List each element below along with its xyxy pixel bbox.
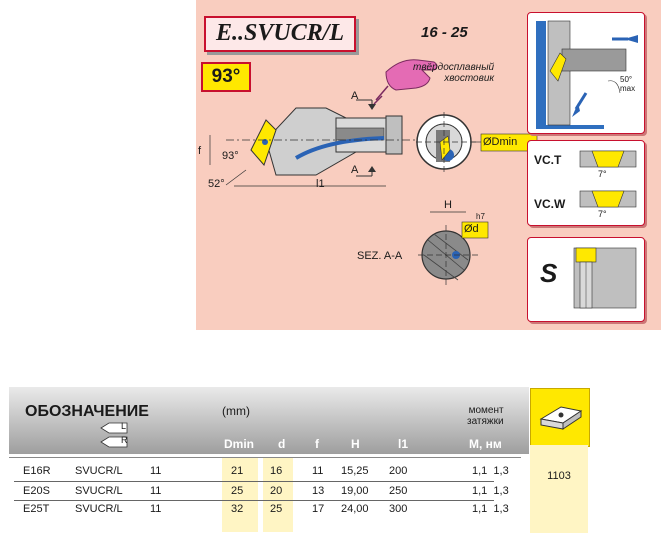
section-mark-top: A — [351, 90, 359, 102]
table-row: E16R SVUCR/L 11 21 16 11 15,25 200 1,1 1… — [0, 465, 520, 479]
clearance-angle-1: 7° — [598, 169, 607, 179]
header-divider — [9, 457, 521, 458]
angle-52-label: 52° — [208, 178, 225, 190]
clamp-type-panel: S — [527, 237, 645, 322]
right-hand-mark: R — [121, 435, 128, 445]
torque-header-line2: затяжки — [467, 416, 504, 427]
torque-header-line1: момент — [468, 405, 504, 416]
h-dimension-label: H — [444, 199, 452, 211]
row-dmin: 32 — [231, 503, 244, 515]
insert-code: 1103 — [547, 470, 571, 482]
l1-dimension-label: l1 — [316, 178, 325, 190]
clamp-type-s: S — [540, 258, 558, 288]
row-size: 11 — [150, 485, 162, 497]
col-h: H — [351, 437, 360, 451]
row-h: 19,00 — [341, 485, 369, 497]
row-dmin: 25 — [231, 485, 244, 497]
carbide-shank-note-line1: твёрдосплавный — [413, 62, 495, 73]
approach-angle-badge: 93° — [201, 62, 251, 92]
boring-bar-side-view — [209, 99, 421, 187]
tool-drawing-panel: E..SVUCR/L 16 - 25 93° твёрдосплавный хв… — [196, 0, 661, 330]
row-model: SVUCR/L — [75, 465, 123, 477]
tool-code: E..SVUCR/L — [216, 20, 345, 46]
max-angle-diagram — [536, 20, 638, 129]
row-h: 15,25 — [341, 465, 369, 477]
row-l1: 200 — [389, 465, 408, 477]
insert-type-panel: VC.T VC.W 7° 7° — [527, 140, 645, 226]
carbide-shank-note-line2: хвостовик — [444, 73, 495, 84]
row-f: 17 — [312, 503, 325, 515]
insert-column: 1103 — [530, 445, 588, 533]
row-torque: 1,1 1,3 — [472, 485, 509, 497]
row-model: SVUCR/L — [75, 485, 123, 497]
row-l1: 300 — [389, 503, 408, 515]
row-code: E25T — [23, 503, 50, 515]
section-mark-bottom: A — [351, 164, 359, 176]
torque-header: момент затяжки — [467, 405, 504, 427]
row-torque: 1,1 1,3 — [472, 465, 509, 477]
dmin-column-tint — [222, 458, 258, 532]
row-d: 25 — [270, 503, 283, 515]
d-dimension-label: Ød — [464, 223, 479, 235]
table-header: ОБОЗНАЧЕНИЕ (mm) момент затяжки L R Dmin… — [9, 387, 529, 454]
product-table: ОБОЗНАЧЕНИЕ (mm) момент затяжки L R Dmin… — [9, 384, 529, 454]
row-code: E16R — [23, 465, 51, 477]
tool-code-box: E..SVUCR/L — [204, 16, 356, 52]
col-dmin: Dmin — [224, 437, 254, 451]
col-f: f — [315, 437, 319, 451]
row-dmin: 21 — [231, 465, 244, 477]
row-f: 11 — [312, 465, 324, 477]
row-d: 20 — [270, 485, 283, 497]
table-row: E20S SVUCR/L 11 25 20 13 19,00 250 1,1 1… — [0, 485, 520, 499]
table-row: E25T SVUCR/L 11 32 25 17 24,00 300 1,1 1… — [0, 503, 520, 517]
right-hand-icon — [99, 435, 129, 449]
bore-front-view — [416, 112, 538, 172]
angle-93-label: 93° — [222, 150, 239, 162]
designation-title: ОБОЗНАЧЕНИЕ — [25, 403, 149, 420]
left-hand-icon — [99, 421, 129, 435]
technical-drawing — [209, 59, 538, 288]
max-angle-value: 50° — [620, 75, 633, 84]
row-divider — [14, 481, 494, 482]
row-size: 11 — [150, 465, 162, 477]
bore-range: 16 - 25 — [421, 24, 468, 41]
f-dimension-label: f — [198, 145, 202, 157]
h7-tolerance-label: h7 — [476, 212, 485, 221]
col-d: d — [278, 437, 286, 451]
row-h: 24,00 — [341, 503, 369, 515]
row-size: 11 — [150, 503, 162, 515]
col-torque: M, нм — [469, 437, 502, 451]
row-model: SVUCR/L — [75, 503, 123, 515]
insert-clearance-diagram — [579, 150, 637, 208]
d-column-tint — [263, 458, 293, 532]
left-hand-mark: L — [121, 421, 127, 431]
units-label: (mm) — [222, 404, 250, 418]
insert-type-vct: VC.T — [534, 153, 562, 167]
section-label: SEZ. A-A — [357, 250, 403, 262]
col-l1: l1 — [398, 437, 409, 451]
row-torque: 1,1 1,3 — [472, 503, 509, 515]
section-a-a-view — [418, 211, 489, 288]
carbide-shank-note: твёрдосплавный хвостовик — [413, 62, 494, 84]
row-code: E20S — [23, 485, 50, 497]
insert-type-vcw: VC.W — [534, 197, 566, 211]
insert-header — [530, 388, 590, 447]
max-angle-label: 50° max — [620, 75, 635, 93]
dmin-label: ØDmin — [483, 136, 518, 148]
screw-clamp-diagram — [573, 247, 637, 309]
max-angle-max: max — [620, 84, 636, 93]
pointing-hand-icon — [373, 59, 438, 105]
row-d: 16 — [270, 465, 283, 477]
row-f: 13 — [312, 485, 325, 497]
max-angle-panel: 50° max — [527, 12, 645, 134]
insert-shape-icon — [539, 406, 583, 430]
clearance-angle-2: 7° — [598, 209, 607, 219]
row-l1: 250 — [389, 485, 408, 497]
row-divider — [14, 500, 494, 501]
